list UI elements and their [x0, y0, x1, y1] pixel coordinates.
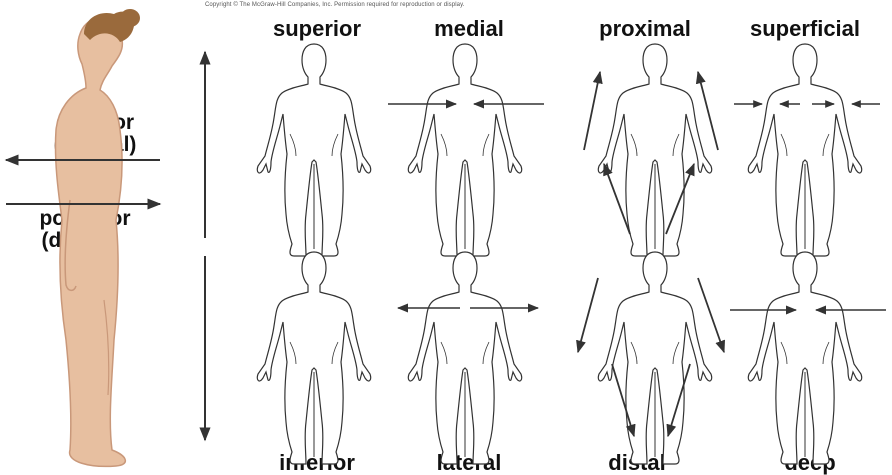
figure-lateral: [408, 252, 521, 464]
figure-deep: [748, 252, 861, 464]
figure-superficial: [748, 44, 861, 256]
distal-arrow-2: [698, 278, 724, 352]
figure-superior: [257, 44, 370, 256]
figure-inferior: [257, 252, 370, 464]
distal-arrow-1: [578, 278, 598, 352]
figure-distal: [598, 252, 711, 464]
side-profile-figure: [55, 9, 140, 466]
figure-proximal: [598, 44, 711, 256]
proximal-arrow-2: [698, 72, 718, 150]
proximal-arrow-1: [584, 72, 600, 150]
figure-medial: [408, 44, 521, 256]
